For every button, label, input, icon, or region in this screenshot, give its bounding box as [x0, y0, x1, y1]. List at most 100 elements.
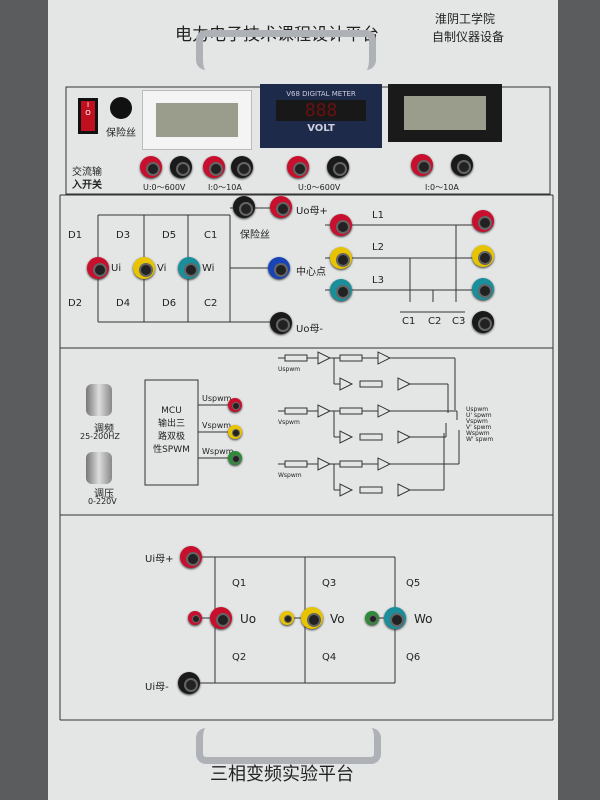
diode-d1: D1 — [68, 230, 83, 241]
ammeter — [388, 84, 502, 142]
switch-q6: Q6 — [406, 652, 421, 663]
fuse-holder[interactable] — [110, 97, 132, 119]
mcu-out-label: Uspwm — [202, 394, 232, 403]
inductor-l1: L1 — [372, 210, 384, 221]
switch-q5: Q5 — [406, 578, 421, 589]
driver-out-label: U' spwm — [466, 412, 492, 419]
org-name: 淮阴工学院 — [435, 12, 496, 26]
driver-out-label: W' spwm — [466, 436, 494, 443]
terminal-l2-out[interactable] — [472, 245, 494, 267]
driver-stage-mark — [377, 457, 392, 471]
terminal-uo-bus-plus[interactable] — [270, 196, 292, 218]
label-vo: Vo — [330, 612, 345, 626]
terminal-l1-in[interactable] — [330, 214, 352, 236]
terminal-uspwm[interactable] — [228, 398, 242, 412]
driver-stage-mark — [359, 380, 383, 388]
label-ui: Ui — [111, 263, 122, 274]
driver-stage-mark — [377, 404, 392, 418]
terminal-u2-minus[interactable] — [327, 156, 349, 178]
terminal-u1-plus[interactable] — [140, 156, 162, 178]
diode-d5: D5 — [162, 230, 177, 241]
meter-label: U:0～600V — [143, 183, 186, 192]
meter-reading: 888 — [276, 100, 366, 121]
terminal-i2-plus[interactable] — [411, 154, 433, 176]
mcu-out-label: Vspwm — [202, 421, 232, 430]
label-vi: Vi — [157, 263, 167, 274]
terminal-ui[interactable] — [87, 257, 109, 279]
terminal-vo[interactable] — [301, 607, 323, 629]
meter-brand: V68 DIGITAL METER — [286, 90, 356, 98]
meter-unit: VOLT — [307, 123, 335, 134]
driver-stage-mark — [339, 354, 363, 362]
switch-on-mark: I — [86, 101, 90, 109]
cap-c2: C2 — [204, 298, 218, 309]
terminal-u2-plus[interactable] — [287, 156, 309, 178]
terminal-l3-in[interactable] — [330, 279, 352, 301]
driver-stage-mark — [317, 351, 332, 365]
driver-out-label: Uspwm — [466, 406, 489, 413]
bottom-handle[interactable] — [196, 728, 381, 764]
terminal-l1-out[interactable] — [472, 210, 494, 232]
terminal-u1-minus[interactable] — [170, 156, 192, 178]
label-ui-bus-minus: Ui母- — [145, 682, 169, 693]
driver-stage-mark — [284, 460, 308, 468]
terminal-uo-bus-minus[interactable] — [270, 312, 292, 334]
terminal-l3-out[interactable] — [472, 278, 494, 300]
terminal-vspwm[interactable] — [228, 425, 242, 439]
volt-range: 0-220V — [88, 497, 117, 506]
frequency-knob[interactable] — [86, 384, 112, 416]
terminal-center[interactable] — [268, 257, 290, 279]
filter-cap-c1: C1 — [402, 316, 416, 327]
label-ui-bus-plus: Ui母+ — [145, 554, 174, 565]
terminal-gate-u[interactable] — [188, 611, 202, 625]
switch-q4: Q4 — [322, 652, 337, 663]
driver-in-label: Vspwm — [278, 419, 300, 426]
driver-stage-mark — [339, 407, 363, 415]
mcu-line: 输出三 — [157, 419, 185, 429]
driver-stage-mark — [359, 433, 383, 441]
filter-cap-c2: C2 — [428, 316, 442, 327]
driver-stage-mark — [339, 460, 363, 468]
terminal-vi[interactable] — [133, 257, 155, 279]
terminal-l2-in[interactable] — [330, 247, 352, 269]
switch-q3: Q3 — [322, 578, 337, 589]
switch-q2: Q2 — [232, 652, 247, 663]
terminal-i1-plus[interactable] — [203, 156, 225, 178]
terminal-gate-v[interactable] — [280, 611, 294, 625]
org-subtitle: 自制仪器设备 — [432, 30, 505, 44]
label-uo-bus-minus: Uo母- — [296, 324, 324, 335]
driver-stage-mark — [284, 407, 308, 415]
freq-label: 调频 — [94, 424, 114, 435]
terminal-fuse[interactable] — [233, 196, 255, 218]
inductor-l2: L2 — [372, 242, 384, 253]
voltage-knob[interactable] — [86, 452, 112, 484]
switch-label-1: 交流输 — [72, 167, 102, 178]
terminal-uo[interactable] — [210, 607, 232, 629]
volt-label: 调压 — [94, 489, 114, 500]
meter-label: I:0～10A — [208, 183, 242, 192]
diode-d3: D3 — [116, 230, 131, 241]
driver-out-label: V' spwm — [466, 424, 492, 431]
terminal-ui-bus-minus[interactable] — [178, 672, 200, 694]
terminal-ui-bus-plus[interactable] — [180, 546, 202, 568]
driver-stage-mark — [359, 486, 383, 494]
label-wi: Wi — [202, 263, 215, 274]
terminal-wo[interactable] — [384, 607, 406, 629]
driver-stage-mark — [317, 457, 332, 471]
switch-off-mark: O — [85, 109, 91, 117]
terminal-i2-minus[interactable] — [451, 154, 473, 176]
terminal-wi[interactable] — [178, 257, 200, 279]
terminal-gate-w[interactable] — [365, 611, 379, 625]
driver-stage-mark — [339, 483, 354, 497]
terminal-filter-neutral[interactable] — [472, 311, 494, 333]
terminal-wspwm[interactable] — [228, 451, 242, 465]
driver-stage-mark — [339, 377, 354, 391]
driver-in-label: Uspwm — [278, 366, 301, 373]
terminal-i1-minus[interactable] — [231, 156, 253, 178]
mcu-line: 性SPWM — [153, 445, 190, 455]
label-fuse: 保险丝 — [240, 230, 270, 241]
top-handle[interactable] — [196, 30, 376, 70]
